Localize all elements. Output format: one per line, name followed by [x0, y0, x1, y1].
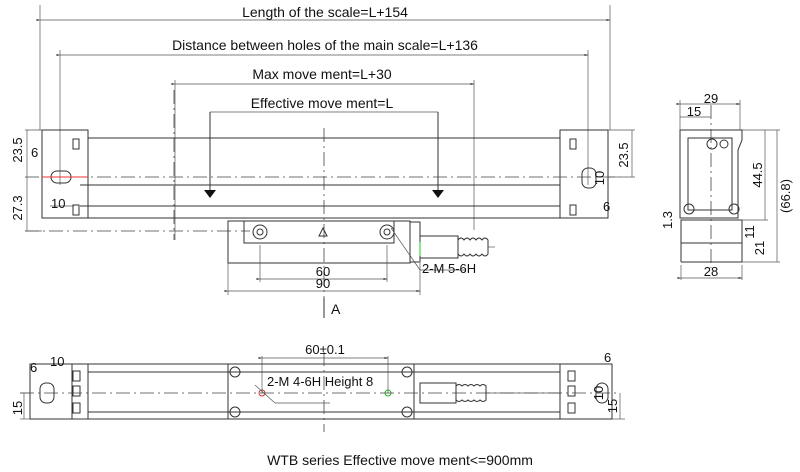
side-width-inner-dim: 15 [687, 104, 701, 119]
side-base-21-dim: 21 [752, 241, 767, 255]
side-base-width-dim: 28 [704, 264, 718, 279]
bottom-thread-note: 2-M 4-6H Height 8 [267, 374, 373, 389]
front-right-bottom-dim: 6 [603, 199, 610, 214]
dimension-lines [36, 5, 611, 240]
side-offset-dim: 1.3 [660, 211, 675, 229]
bottom-right-10-dim: 10 [591, 386, 606, 400]
bottom-right-6-dim: 6 [604, 350, 611, 365]
carriage-hole-dim: 60 [316, 264, 330, 279]
side-base-11-dim: 11 [742, 225, 757, 239]
caption: WTB series Effective move ment<=900mm [267, 452, 533, 468]
distance-label: Distance between holes of the main scale… [172, 37, 478, 53]
carriage-thread-note: 2-M 5-6H [422, 261, 476, 276]
side-width-top-dim: 29 [704, 91, 718, 106]
view-label-a: A [331, 301, 341, 317]
bottom-right-15-dim: 15 [605, 399, 620, 413]
bottom-left-6-dim: 6 [30, 360, 37, 375]
front-left-slot-dim: 6 [31, 145, 38, 160]
side-height-dim: 44.5 [750, 162, 765, 187]
bottom-left-15-dim: 15 [10, 401, 25, 415]
front-left-top-dim: 23.5 [10, 137, 25, 162]
length-label: Length of the scale=L+154 [242, 4, 408, 20]
carriage-width-dim: 90 [316, 276, 330, 291]
front-right-top-dim: 23.5 [616, 142, 631, 167]
front-view [25, 90, 635, 320]
front-right-slot-dim: 10 [592, 171, 607, 185]
front-left-hole-dim: 10 [51, 196, 65, 211]
bottom-hole-spacing-dim: 60±0.1 [305, 342, 345, 357]
side-view [676, 100, 780, 280]
front-left-bottom-dim: 27.3 [10, 195, 25, 220]
effective-move-label: Effective move ment=L [251, 95, 394, 111]
bottom-view [20, 352, 625, 432]
side-total-height-dim: (66.8) [778, 179, 793, 213]
bottom-left-10-dim: 10 [50, 354, 64, 369]
max-move-label: Max move ment=L+30 [252, 66, 392, 82]
